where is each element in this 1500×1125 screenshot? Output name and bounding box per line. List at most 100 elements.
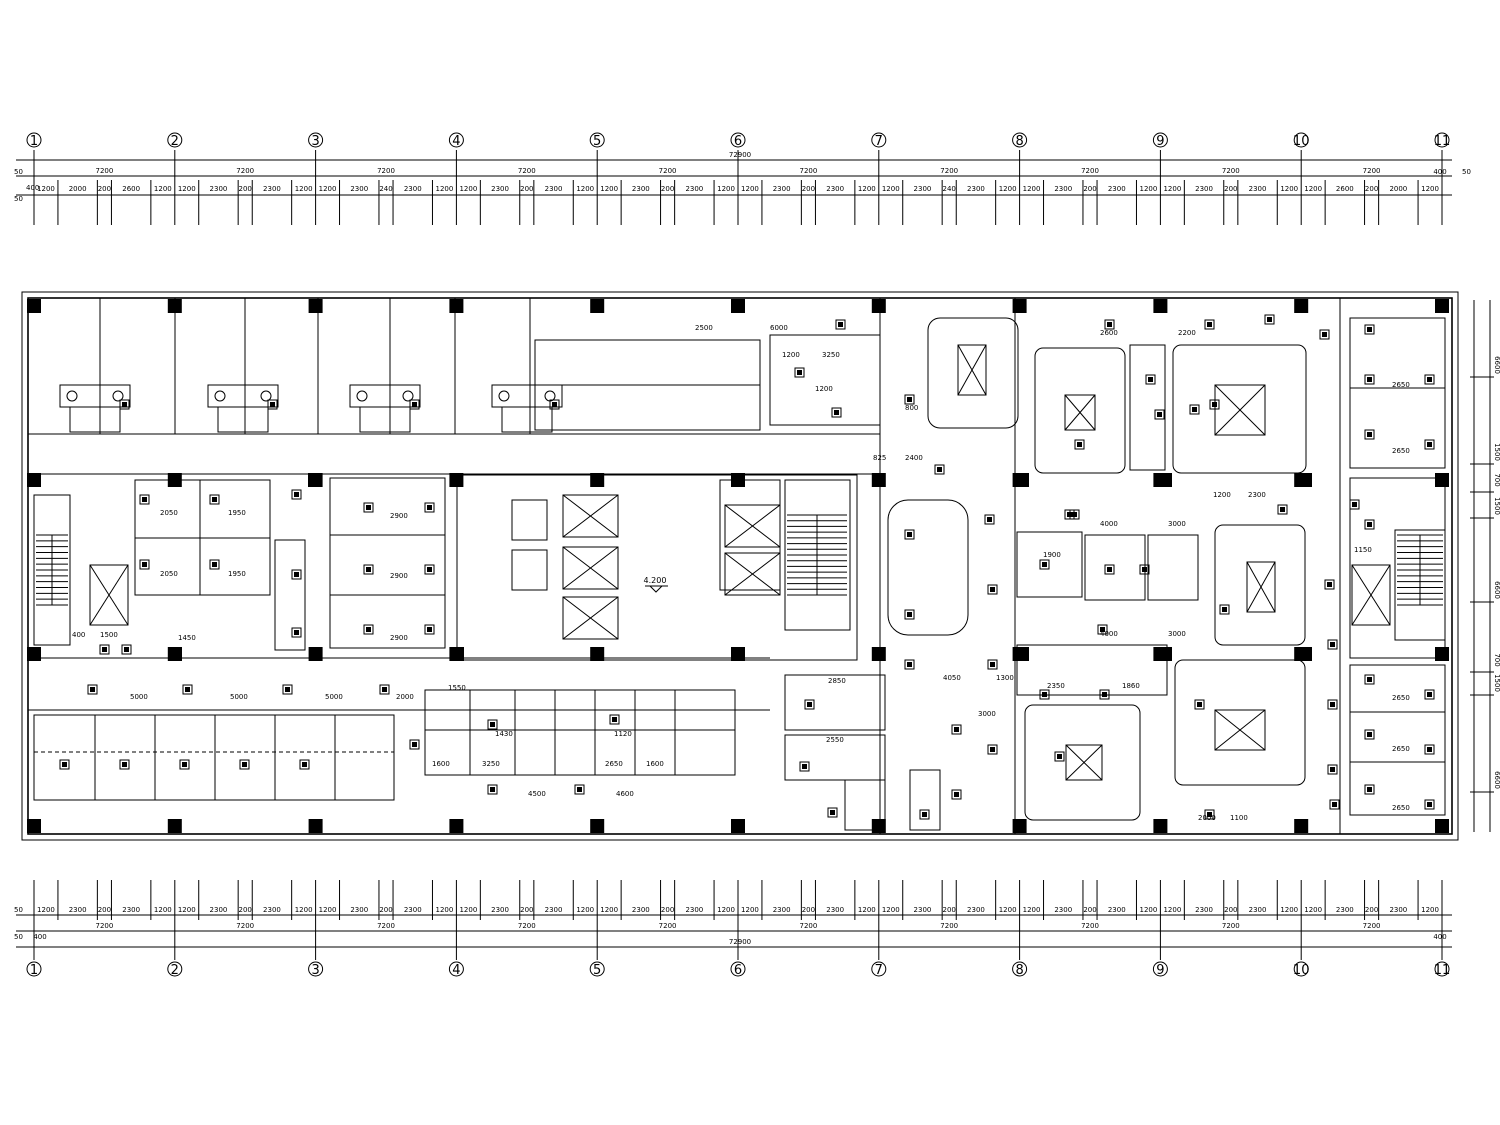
axis-label-top-8: 8 <box>1015 134 1023 149</box>
sub-dim-label: 2000 <box>1389 185 1407 193</box>
dim-2050-b: 2050 <box>160 570 178 578</box>
axis-label-top-3: 3 <box>311 134 319 149</box>
sub-dim-label: 1200 <box>459 185 477 193</box>
dim-2900-c: 2900 <box>390 634 408 642</box>
dim-2300-a: 2300 <box>1248 491 1266 499</box>
sub-dim-label: 2600 <box>1336 185 1354 193</box>
lobby-elevation-label: 4.200 <box>644 576 667 585</box>
sub-dim-label: 2300 <box>122 906 140 914</box>
dim-2550: 2550 <box>826 736 844 744</box>
sub-dim-label: 1200 <box>999 185 1017 193</box>
sub-dim-label: 2300 <box>685 185 703 193</box>
dim-3250-a: 3250 <box>822 351 840 359</box>
edge-400-top-right: 400 <box>1433 168 1446 176</box>
ac-unit-icon <box>1327 699 1338 710</box>
sub-dim-label: 200 <box>98 185 111 193</box>
ac-unit-icon <box>609 714 620 725</box>
sub-dim-label: 1200 <box>37 906 55 914</box>
ac-unit-icon <box>363 564 374 575</box>
axis-bubble-top-7 <box>871 132 887 148</box>
sub-dim-label: 1200 <box>858 906 876 914</box>
dim-825: 825 <box>873 454 886 462</box>
ac-unit-icon <box>1069 509 1080 520</box>
ac-unit-icon <box>139 559 150 570</box>
ac-unit-icon <box>1154 409 1165 420</box>
sub-dim-label: 2300 <box>210 185 228 193</box>
dim-2650-a: 2650 <box>605 760 623 768</box>
ac-unit-icon <box>904 609 915 620</box>
bay-dim-top: 7200 <box>95 167 113 175</box>
ac-unit-icon <box>984 514 995 525</box>
axis-label-bottom-10: 10 <box>1293 963 1310 978</box>
sub-dim-label: 1200 <box>600 185 618 193</box>
sub-dim-label: 2300 <box>914 906 932 914</box>
ac-unit-icon <box>1277 504 1288 515</box>
axis-bubble-top-2 <box>167 132 183 148</box>
sub-dim-label: 200 <box>802 185 815 193</box>
sub-dim-label: 1200 <box>1421 185 1439 193</box>
dim-2650-f: 2650 <box>1392 804 1410 812</box>
sub-dim-label: 1200 <box>436 906 454 914</box>
sub-dim-label: 2300 <box>263 906 281 914</box>
dim-1450: 1450 <box>178 634 196 642</box>
sub-dim-label: 2300 <box>632 906 650 914</box>
sub-dim-label: 200 <box>943 906 956 914</box>
right-dim-label: 700 <box>1493 473 1500 486</box>
sub-dim-label: 1200 <box>37 185 55 193</box>
dim-4000-b: 4000 <box>1100 630 1118 638</box>
ac-unit-icon <box>831 407 842 418</box>
sub-dim-label: 1200 <box>1163 906 1181 914</box>
axis-label-top-10: 10 <box>1293 134 1310 149</box>
ac-units-group <box>59 314 1435 820</box>
axis-label-bottom-1: 1 <box>30 963 38 978</box>
ac-unit-icon <box>409 739 420 750</box>
sub-dim-label: 1200 <box>1140 185 1158 193</box>
dim-2350: 2350 <box>1047 682 1065 690</box>
ac-unit-icon <box>299 759 310 770</box>
ac-unit-icon <box>987 659 998 670</box>
ac-unit-icon <box>363 624 374 635</box>
ac-unit-icon <box>1327 764 1338 775</box>
sub-dim-label: 2300 <box>632 185 650 193</box>
dim-1550: 1550 <box>448 684 466 692</box>
axis-label-bottom-5: 5 <box>593 963 601 978</box>
ac-unit-icon <box>1364 519 1375 530</box>
bay-dim-bottom: 7200 <box>518 922 536 930</box>
axis-bubble-top-9 <box>1152 132 1168 148</box>
axis-bubble-bottom-8 <box>1012 961 1028 977</box>
bay-dim-top: 7200 <box>940 167 958 175</box>
ac-unit-icon <box>1097 624 1108 635</box>
bay-dim-bottom: 7200 <box>1081 922 1099 930</box>
sub-dim-label: 1200 <box>858 185 876 193</box>
ac-unit-icon <box>119 759 130 770</box>
dim-1600-a: 1600 <box>432 760 450 768</box>
ac-unit-icon <box>1319 329 1330 340</box>
sub-dim-label: 200 <box>520 185 533 193</box>
dim-2650-d: 2650 <box>1392 694 1410 702</box>
right-dim-label: 6600 <box>1493 771 1500 789</box>
dim-1200-c: 1200 <box>1213 491 1231 499</box>
dim-5000-b: 5000 <box>230 693 248 701</box>
dim-3000-b: 3000 <box>1168 520 1186 528</box>
sub-dim-label: 200 <box>661 906 674 914</box>
bay-dim-bottom: 7200 <box>95 922 113 930</box>
axis-label-bottom-3: 3 <box>311 963 319 978</box>
ac-unit-icon <box>1364 374 1375 385</box>
dim-1500-a: 1500 <box>100 631 118 639</box>
sub-dim-label: 2300 <box>545 906 563 914</box>
ac-unit-icon <box>1104 564 1115 575</box>
sub-dim-label: 200 <box>661 185 674 193</box>
axis-bubble-bottom-3 <box>308 961 324 977</box>
ac-unit-icon <box>99 644 110 655</box>
ac-unit-icon <box>835 319 846 330</box>
sub-dim-label: 1200 <box>1140 906 1158 914</box>
interior-dims-group: 2500 6000 3250 1200 1200 2600 2200 2400 … <box>72 324 1410 822</box>
dim-3000-c: 3000 <box>1168 630 1186 638</box>
dim-2400: 2400 <box>905 454 923 462</box>
sub-dim-label: 1200 <box>576 185 594 193</box>
ac-unit-icon <box>1219 604 1230 615</box>
ac-unit-icon <box>267 399 278 410</box>
ac-unit-icon <box>1424 689 1435 700</box>
sub-dim-label: 1200 <box>1421 906 1439 914</box>
